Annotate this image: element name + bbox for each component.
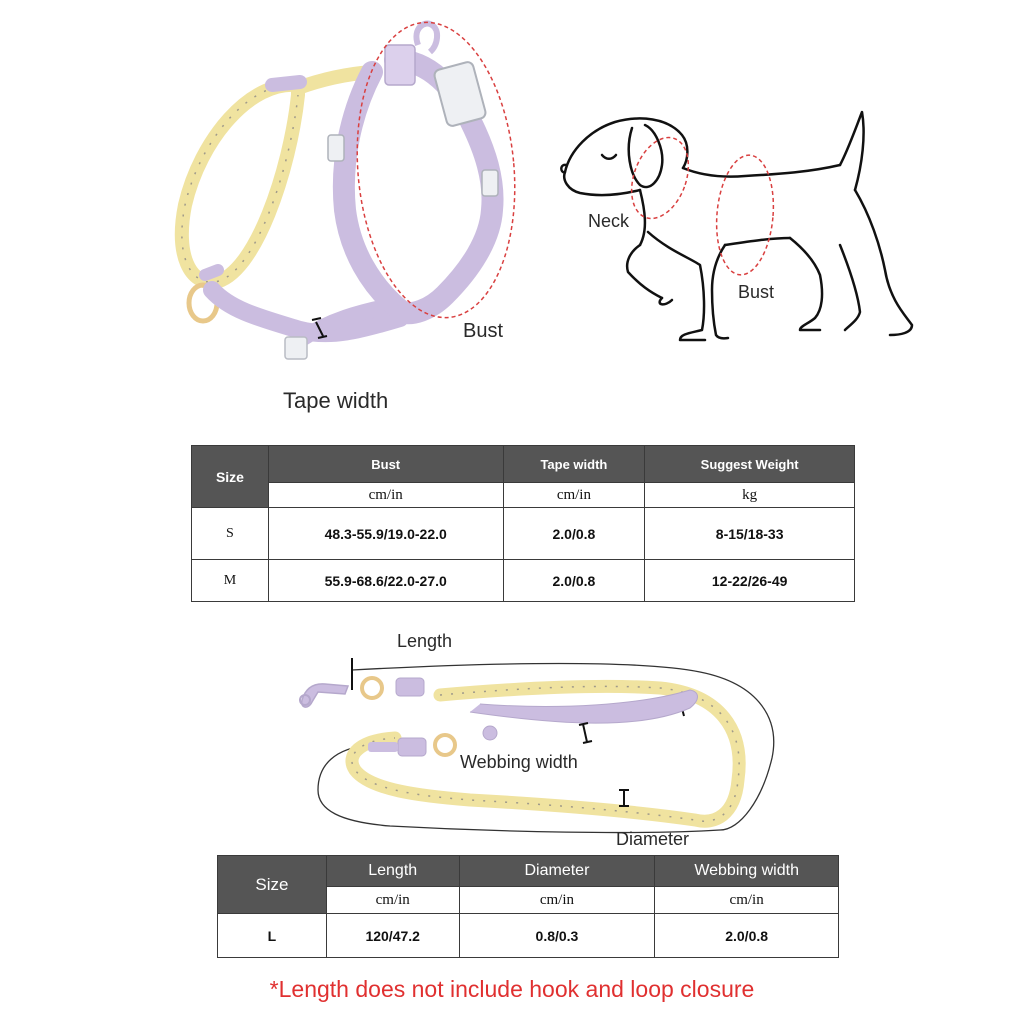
harness-row-bust: 48.3-55.9/19.0-22.0 bbox=[267, 507, 504, 560]
tape-width-marker bbox=[311, 317, 328, 339]
harness-row-tape-width: 2.0/0.8 bbox=[502, 507, 646, 560]
leash-length-unit: cm/in bbox=[325, 886, 460, 914]
harness-row-size: S bbox=[191, 507, 269, 560]
table-row: L 120/47.2 0.8/0.3 2.0/0.8 bbox=[217, 913, 839, 958]
harness-weight-unit: kg bbox=[644, 482, 855, 508]
leash-webbing-width-unit: cm/in bbox=[654, 886, 839, 914]
leash-row-size: L bbox=[217, 913, 327, 958]
leash-diameter-header: Diameter bbox=[458, 855, 656, 887]
leash-size-table: Size Length Diameter Webbing width cm/in… bbox=[217, 855, 839, 958]
leash-row-length: 120/47.2 bbox=[325, 913, 460, 958]
harness-bust-unit: cm/in bbox=[267, 482, 504, 508]
harness-row-bust: 55.9-68.6/22.0-27.0 bbox=[267, 559, 504, 602]
table-row: S 48.3-55.9/19.0-22.0 2.0/0.8 8-15/18-33 bbox=[191, 507, 855, 560]
dog-neck-guide bbox=[630, 136, 690, 220]
leash-diameter-label: Diameter bbox=[616, 829, 690, 849]
dog-bust-label: Bust bbox=[738, 282, 775, 302]
leash-handle-webbing bbox=[469, 689, 698, 724]
leash-webbing-width-label: Webbing width bbox=[460, 752, 578, 772]
harness-weight-header: Suggest Weight bbox=[644, 445, 855, 483]
leash-diameter-unit: cm/in bbox=[458, 886, 656, 914]
harness-tape-width-header: Tape width bbox=[502, 445, 646, 483]
leash-row-diameter: 0.8/0.3 bbox=[458, 913, 656, 958]
leash-illustration bbox=[299, 658, 775, 834]
harness-bust-header: Bust bbox=[267, 445, 504, 483]
harness-size-header: Size bbox=[191, 445, 269, 508]
leash-hook bbox=[300, 683, 350, 708]
harness-rope-loop bbox=[174, 77, 305, 290]
harness-size-table: Size Bust Tape width Suggest Weight cm/i… bbox=[191, 445, 855, 602]
dog-bust-guide bbox=[715, 154, 775, 276]
leash-webbing-width-header: Webbing width bbox=[654, 855, 839, 887]
harness-row-weight: 8-15/18-33 bbox=[644, 507, 855, 560]
dog-illustration bbox=[560, 110, 914, 342]
harness-bust-guide bbox=[356, 21, 516, 319]
tape-width-label: Tape width bbox=[283, 388, 389, 413]
harness-row-tape-width: 2.0/0.8 bbox=[502, 559, 646, 602]
table-row: M 55.9-68.6/22.0-27.0 2.0/0.8 12-22/26-4… bbox=[191, 559, 855, 602]
leash-row-webbing-width: 2.0/0.8 bbox=[654, 913, 839, 958]
harness-row-weight: 12-22/26-49 bbox=[644, 559, 855, 602]
leash-size-header: Size bbox=[217, 855, 327, 914]
leash-length-label: Length bbox=[397, 631, 453, 651]
harness-tape-width-unit: cm/in bbox=[502, 482, 646, 508]
harness-row-size: M bbox=[191, 559, 269, 602]
dog-neck-label: Neck bbox=[588, 211, 630, 231]
harness-belly-strap bbox=[203, 281, 409, 343]
harness-buckle bbox=[433, 61, 487, 127]
harness-bust-label: Bust bbox=[463, 320, 504, 342]
harness-chest-strap bbox=[332, 61, 411, 321]
length-footnote: *Length does not include hook and loop c… bbox=[269, 976, 755, 1002]
leash-length-header: Length bbox=[325, 855, 460, 887]
